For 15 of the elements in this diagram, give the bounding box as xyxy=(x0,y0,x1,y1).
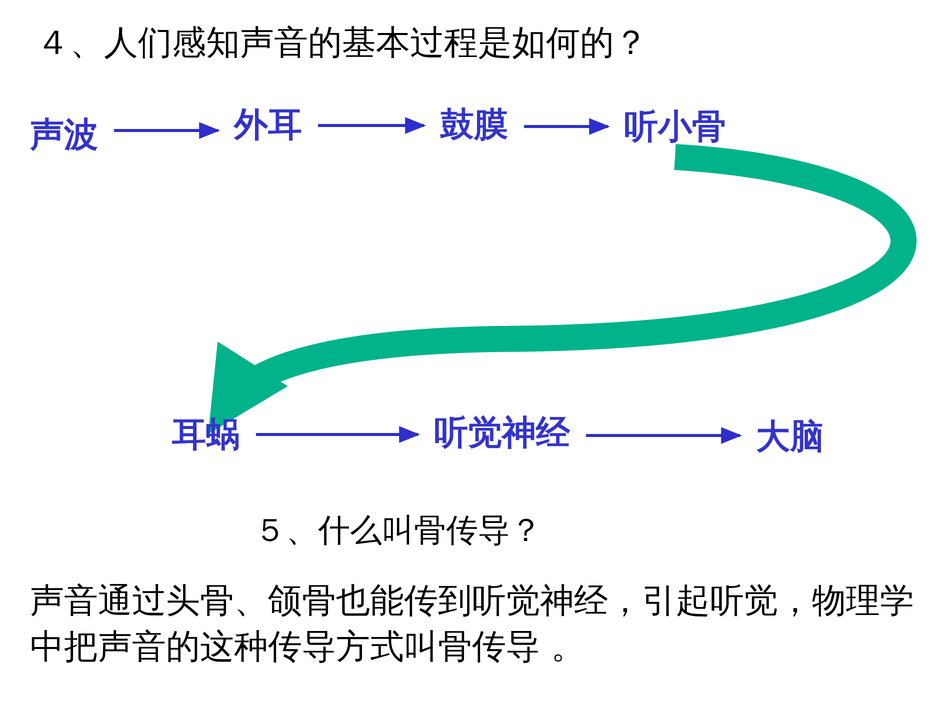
flow-step: 听觉神经 xyxy=(418,404,586,463)
answer-paragraph: 声音通过头骨、颌骨也能传到听觉神经，引起听觉，物理学中把声音的这种传导方式叫骨传导 。 xyxy=(30,580,915,669)
arrow xyxy=(318,117,426,134)
arrow xyxy=(524,118,610,135)
arrow xyxy=(114,122,220,139)
question-heading: ５、什么叫骨传导？ xyxy=(254,510,542,551)
flow-step: 外耳 xyxy=(218,96,318,155)
flow-step: 大脑 xyxy=(740,408,840,467)
arrow xyxy=(586,427,742,444)
flow-step: 听小骨 xyxy=(608,98,742,157)
arrow xyxy=(256,426,420,443)
flow-step: 耳蜗 xyxy=(156,406,256,465)
title: ４、人们感知声音的基本过程是如何的？ xyxy=(36,22,648,65)
flow-step: 鼓膜 xyxy=(424,96,524,155)
flow-step: 声波 xyxy=(14,106,114,165)
